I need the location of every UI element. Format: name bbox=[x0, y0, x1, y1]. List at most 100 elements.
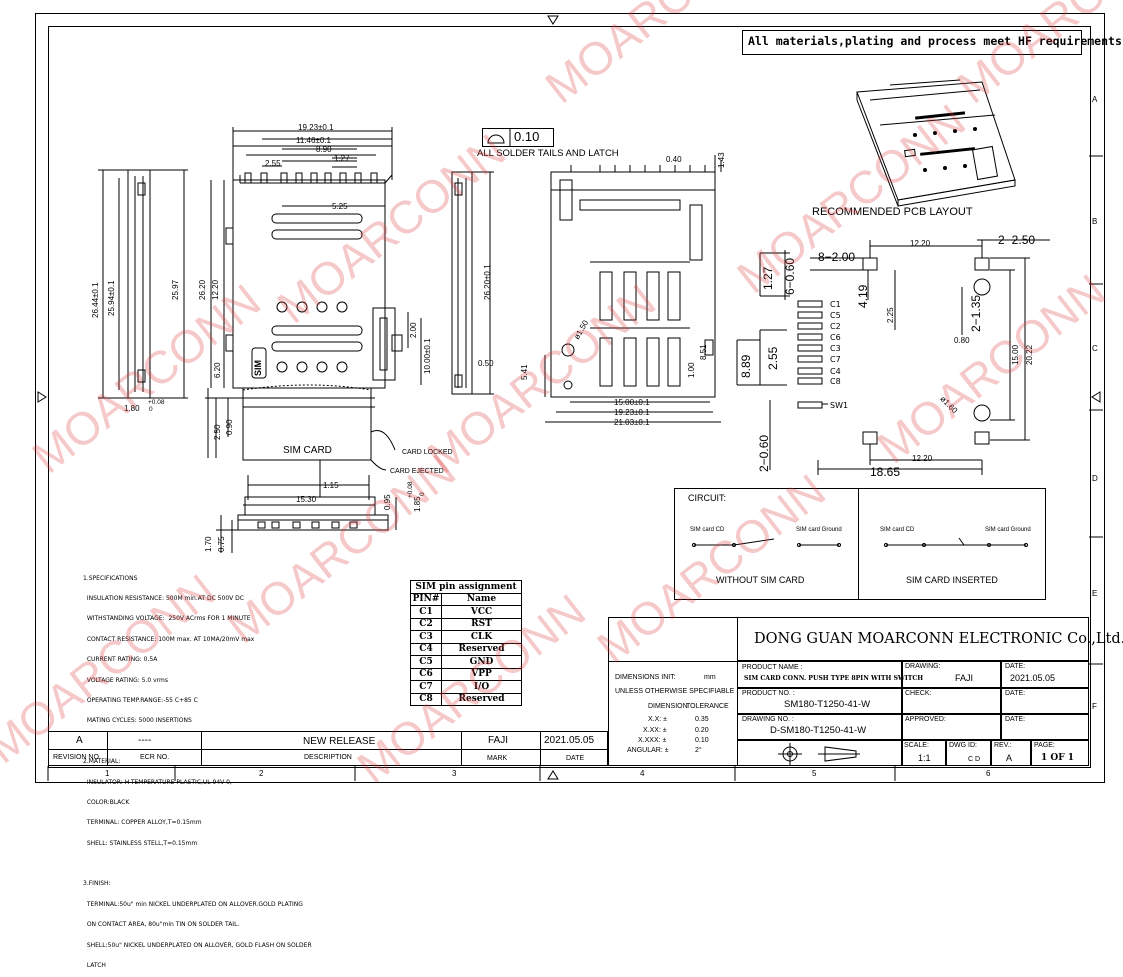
circuit-ground-right: SIM card Ground bbox=[985, 527, 1031, 533]
bottom-view-drawing bbox=[451, 155, 722, 423]
pcb-dim-6-0-60: 6−0.60 bbox=[783, 257, 797, 295]
tol-xxx: X.XXX: ± bbox=[638, 737, 667, 744]
revision-divider bbox=[48, 749, 608, 750]
revision-header-ecr: ECR NO. bbox=[140, 754, 170, 761]
page-label: PAGE: bbox=[1034, 742, 1055, 749]
pcb-dim-12-20-bottom: 12.20 bbox=[912, 454, 933, 463]
revision-frame bbox=[48, 731, 608, 766]
hf-note: All materials,plating and process meet H… bbox=[748, 34, 1123, 48]
spec-line: SHELL: STAINLESS STELL,T=0.15mm bbox=[83, 839, 198, 847]
projection-cell bbox=[737, 740, 902, 766]
hf-note-box bbox=[742, 30, 1082, 55]
flatness-box bbox=[482, 128, 554, 147]
dim-19-23-bottom: 19.23±0.1 bbox=[614, 408, 650, 417]
dwg-id-value: C D bbox=[968, 756, 981, 763]
dim-0-08-top: +0.08 bbox=[148, 399, 165, 406]
dim-1-27: 1.27 bbox=[334, 154, 350, 163]
spec-line: LATCH bbox=[83, 962, 106, 970]
product-name-label: PRODUCT NAME : bbox=[742, 664, 803, 671]
zone-letter-a: A bbox=[1092, 95, 1098, 104]
pin-cell: C7 bbox=[410, 680, 442, 694]
drawing-inner-border bbox=[48, 26, 1091, 768]
card-locked-label: CARD LOCKED bbox=[402, 449, 453, 456]
pad-label-c1: C1 bbox=[830, 300, 841, 309]
product-name: SIM CARD CONN. PUSH TYPE 8PIN WITH SWITC… bbox=[744, 675, 924, 682]
circuit-box bbox=[674, 488, 1046, 600]
unless-label: UNLESS OTHERWISE SPECIFIABLE bbox=[615, 688, 735, 695]
zone-number-2: 2 bbox=[259, 769, 264, 778]
pad-label-c2: C2 bbox=[830, 322, 841, 331]
drawing-cell bbox=[902, 661, 1001, 688]
spec-line: SHELL:50u" NICKEL UNDERPLATED ON ALLOVER… bbox=[83, 941, 312, 949]
pcb-dim-18-65: 18.65 bbox=[870, 465, 901, 479]
pcb-dim-4-19: 4.19 bbox=[856, 284, 870, 308]
pad-label-c6: C6 bbox=[830, 333, 841, 342]
tol-xxx-val: 0.10 bbox=[695, 737, 709, 744]
drawing-label: DRAWING: bbox=[905, 663, 941, 670]
spec-line: ON CONTACT AREA, 80u"min TIN ON SOLDER T… bbox=[83, 921, 240, 929]
tolerance-label: TOLERANCE bbox=[686, 703, 729, 710]
projection-symbol-icon bbox=[778, 743, 860, 765]
drawing-no-cell bbox=[737, 714, 902, 740]
pcb-dim-20-22: 20.22 bbox=[1025, 344, 1034, 365]
pcb-dim-2-0-60: 2−0.60 bbox=[757, 434, 771, 472]
company-name: DONG GUAN MOARCONN ELECTRONIC Co.,Ltd. bbox=[754, 631, 1123, 647]
dim-5-25: 5.25 bbox=[332, 202, 348, 211]
dim-unit-label: DIMENSIONS INIT: bbox=[615, 674, 676, 681]
circuit-ground-left: SIM card Ground bbox=[796, 527, 842, 533]
scale-label: SCALE: bbox=[904, 742, 929, 749]
zone-letter-f: F bbox=[1092, 702, 1097, 711]
date-value: 2021.05.05 bbox=[1010, 673, 1056, 683]
pin-table-header: PIN# bbox=[410, 592, 442, 606]
revision-header-mark: MARK bbox=[487, 755, 508, 762]
spec-line: MATING CYCLES: 5000 INSERTIONS bbox=[83, 717, 192, 725]
tol-x: X.X: ± bbox=[648, 716, 668, 723]
dim-19-23: 19.23±0.1 bbox=[298, 123, 334, 132]
drawing-no-label: DRAWING NO. : bbox=[742, 716, 794, 723]
page-value: 1 OF 1 bbox=[1041, 753, 1075, 763]
revision-header-date: DATE bbox=[566, 755, 585, 762]
pin-cell: C6 bbox=[410, 667, 442, 681]
ecr-value: ---- bbox=[138, 735, 152, 746]
spec-line: 1.SPECIFICATIONS bbox=[83, 574, 138, 582]
pin-cell: GND bbox=[441, 655, 522, 669]
flatness-value: 0.10 bbox=[514, 129, 540, 144]
pad-label-sw1: SW1 bbox=[830, 401, 849, 410]
pcb-dim-2-1-35: 2−1.35 bbox=[969, 294, 983, 332]
pad-label-c7: C7 bbox=[830, 355, 841, 364]
circuit-title: CIRCUIT: bbox=[688, 493, 726, 503]
spec-line: TERMINAL: COPPER ALLOY,T=0.15mm bbox=[83, 819, 202, 827]
circuit-divider bbox=[858, 488, 859, 599]
pin-cell: C4 bbox=[410, 642, 442, 656]
revision-col-line bbox=[201, 731, 202, 766]
approved-cell bbox=[902, 714, 1001, 740]
zone-letter-c: C bbox=[1092, 344, 1098, 353]
dim-11-46: 11.46±0.1 bbox=[296, 136, 331, 145]
pin-cell: Reserved bbox=[441, 692, 522, 706]
revision-description: NEW RELEASE bbox=[303, 736, 376, 747]
centering-marks bbox=[37, 15, 1103, 781]
pcb-dim-2-25: 2.25 bbox=[886, 307, 895, 323]
zone-number-6: 6 bbox=[986, 769, 991, 778]
check-date-label: DATE: bbox=[1005, 690, 1026, 697]
dim-0-40: 0.40 bbox=[666, 155, 682, 164]
zone-number-3: 3 bbox=[452, 769, 457, 778]
spec-line: 2.MATERIAL: bbox=[83, 758, 121, 766]
dwg-id-label: DWG ID: bbox=[949, 742, 977, 749]
dim-15-00: 15.00±0.1 bbox=[614, 398, 650, 407]
circuit-without-label: WITHOUT SIM CARD bbox=[716, 575, 805, 585]
check-label: CHECK: bbox=[905, 690, 932, 697]
revision-mark: FAJI bbox=[488, 735, 509, 746]
pcb-title: RECOMMENDED PCB LAYOUT bbox=[812, 206, 973, 218]
pin-cell: I/O bbox=[441, 680, 522, 694]
pad-label-c8: C8 bbox=[830, 377, 841, 386]
spec-line: OPERATING TEMP.RANGE:-55 C+85 C bbox=[83, 696, 198, 704]
card-label: SIM CARD bbox=[283, 445, 332, 456]
dim-15-30: 15.30 bbox=[296, 495, 317, 504]
check-cell bbox=[902, 688, 1001, 714]
date-cell bbox=[1001, 661, 1089, 688]
